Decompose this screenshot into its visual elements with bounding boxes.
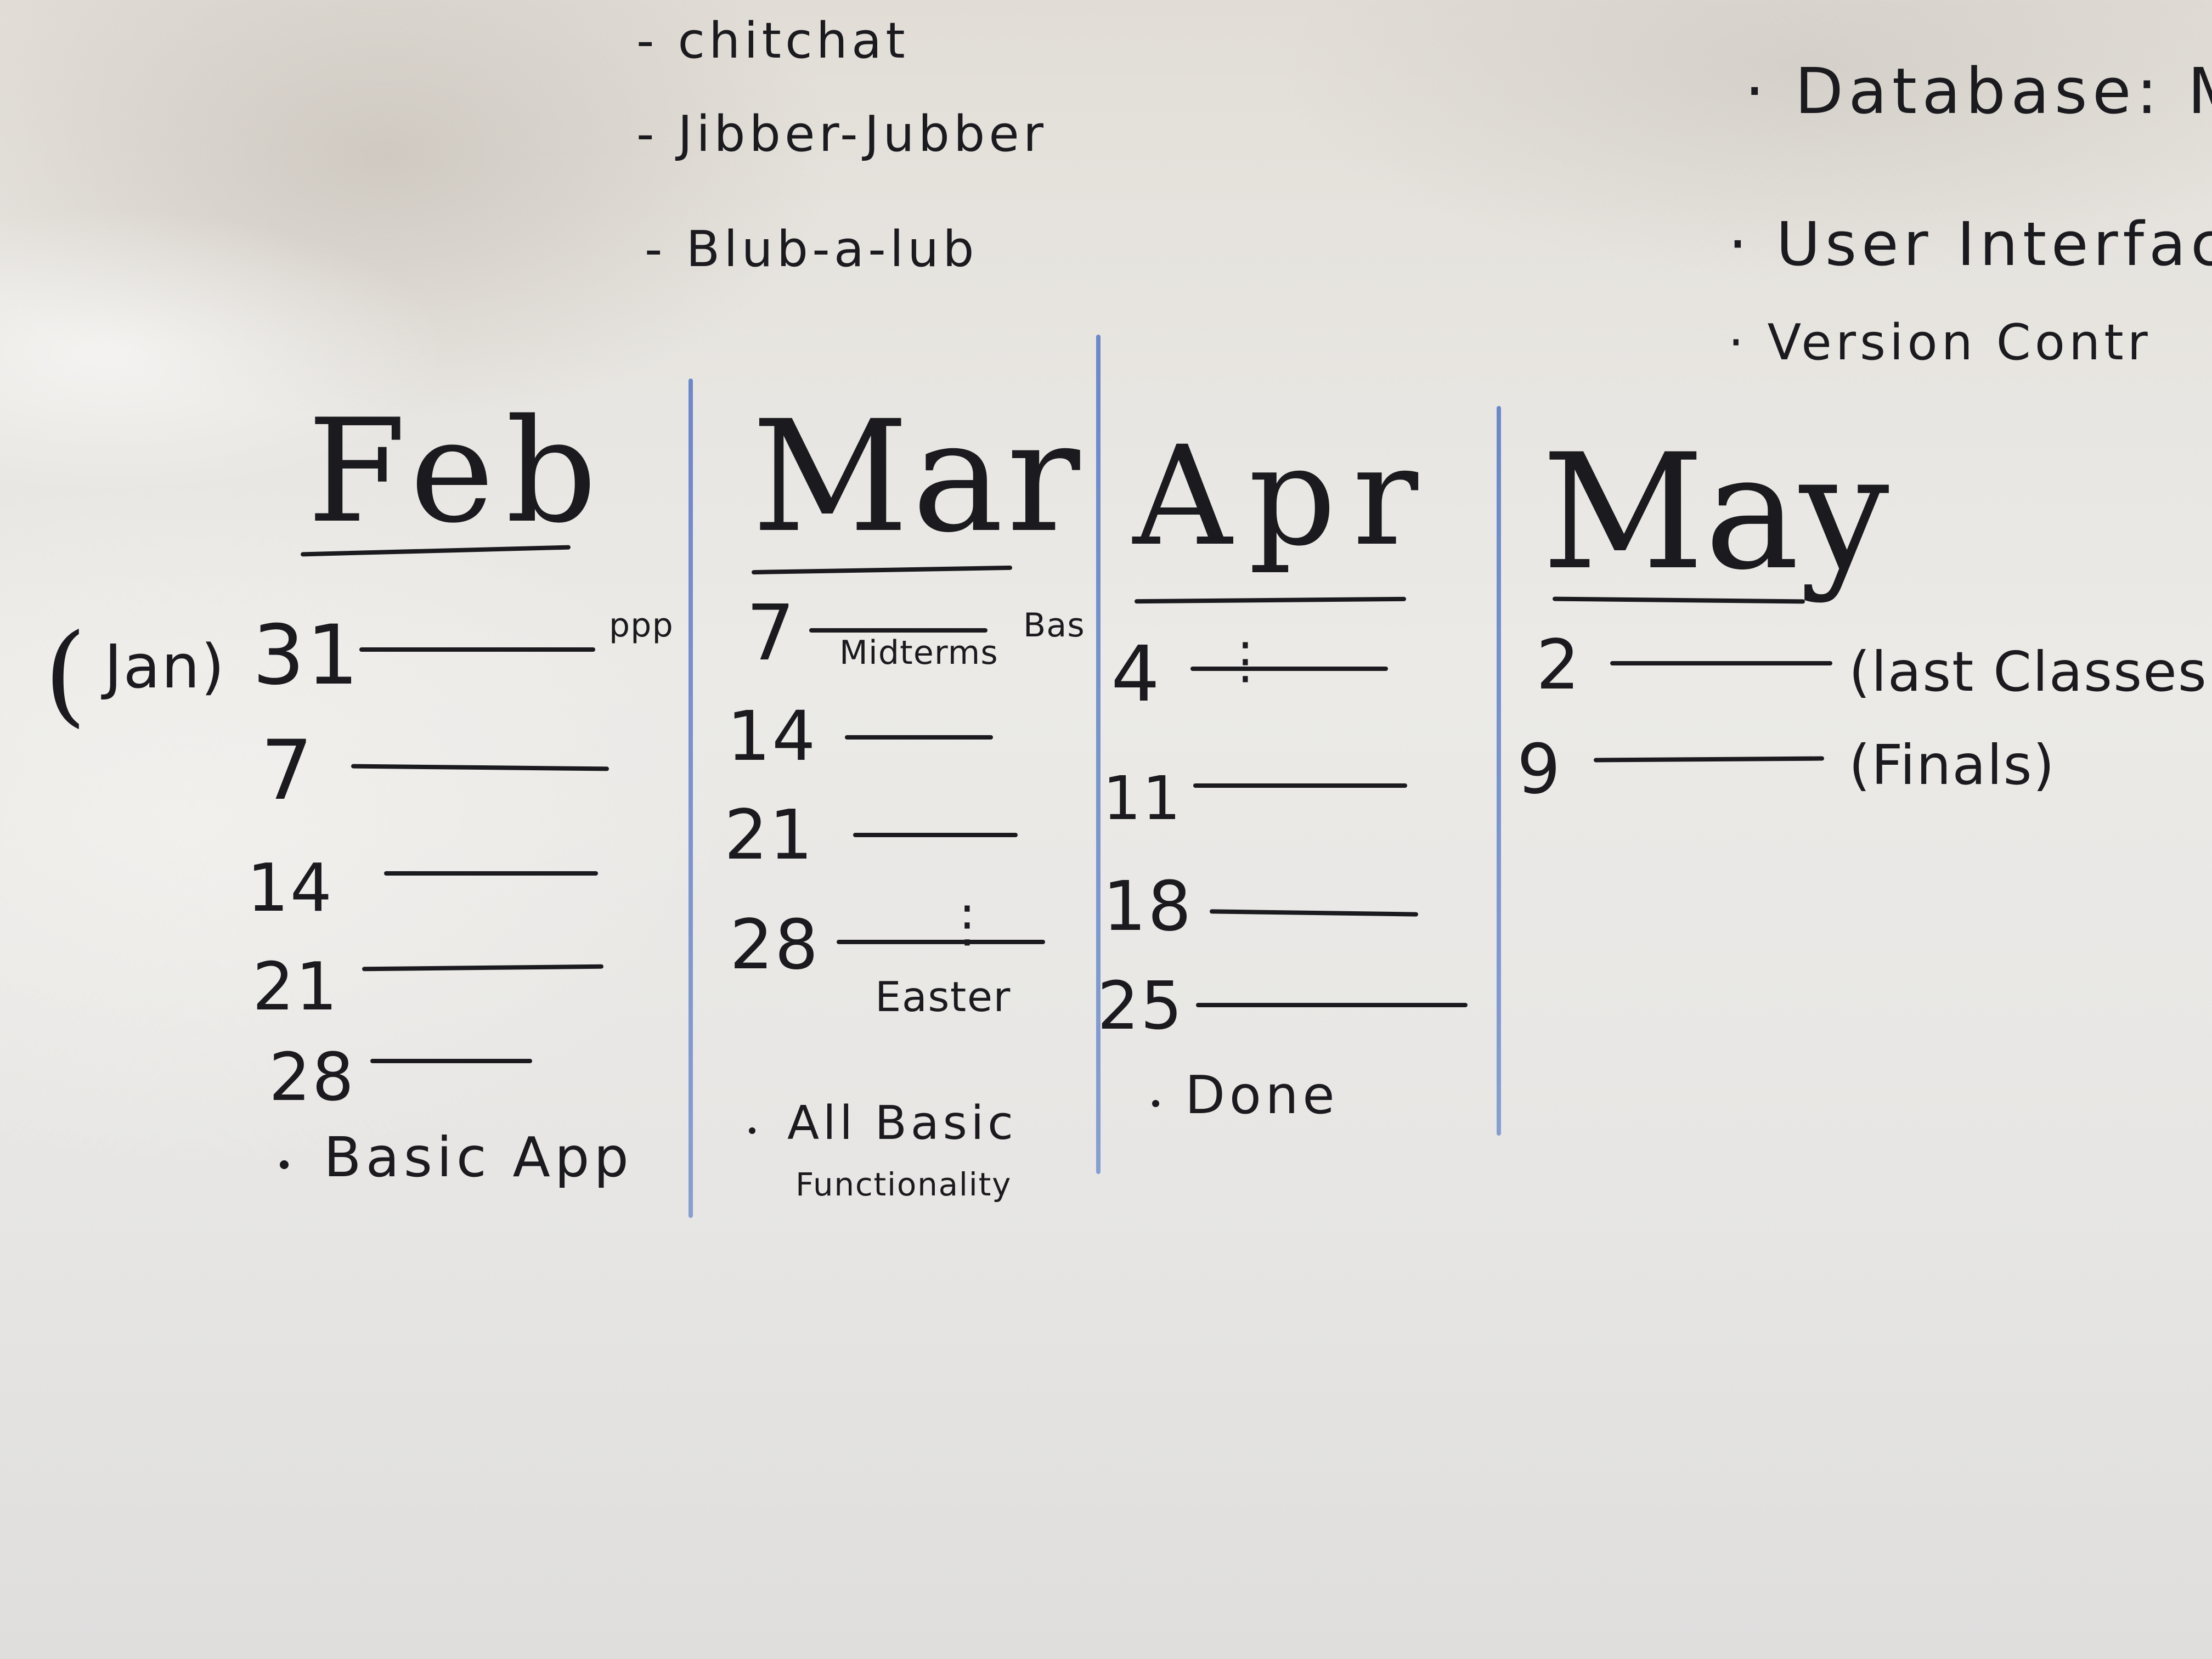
date-feb-31: 31: [252, 608, 360, 703]
date-mar-7: 7: [746, 589, 797, 678]
date-feb-14: 14: [247, 850, 334, 927]
bullet-dot: [749, 1127, 755, 1134]
date-line: [1209, 909, 1419, 917]
column-divider: [1096, 335, 1101, 1174]
date-line: [1196, 1003, 1468, 1007]
tech-note-user-interface: · User Interface:: [1728, 209, 2212, 279]
title-underline: [1134, 596, 1407, 604]
milestone-done: Done: [1185, 1065, 1339, 1126]
bullet-dot: [1152, 1100, 1159, 1107]
date-line: [845, 735, 993, 740]
date-feb-21: 21: [252, 949, 339, 1025]
date-line: [1610, 661, 1832, 665]
open-parenthesis: (: [44, 611, 87, 738]
date-line: [837, 940, 1045, 944]
title-underline: [751, 565, 1013, 575]
date-feb-28: 28: [269, 1040, 356, 1116]
date-line: [359, 647, 595, 652]
topic-item: - Blub-a-lub: [645, 221, 978, 278]
date-line: [1193, 783, 1407, 788]
date-line: [384, 871, 598, 876]
date-line: [853, 833, 1018, 837]
side-note-ppp: ppp: [609, 606, 674, 645]
month-title-feb: Feb: [307, 389, 608, 555]
date-line: [370, 1059, 532, 1063]
month-title-apr: Apr: [1133, 416, 1435, 576]
tech-note-database: · Database: My: [1745, 55, 2212, 128]
date-apr-18: 18: [1103, 867, 1193, 946]
tech-note-version-control: · Version Contr: [1728, 314, 2152, 371]
date-line: [362, 964, 604, 972]
divide-mark: ⋮: [1221, 632, 1271, 690]
topic-item: - Jibber-Jubber: [636, 105, 1048, 163]
bullet-dot: [280, 1160, 289, 1169]
note-midterms: Midterms: [839, 634, 998, 672]
divide-mark: ⋮: [943, 895, 993, 953]
note-finals: (Finals): [1849, 733, 2056, 797]
topic-item: - chitchat: [636, 12, 909, 70]
month-title-mar: Mar: [752, 388, 1084, 567]
jan-label: Jan): [104, 631, 226, 702]
date-line: [1593, 756, 1825, 763]
date-line: [351, 764, 610, 771]
date-apr-4: 4: [1111, 630, 1161, 719]
date-apr-25: 25: [1097, 968, 1184, 1045]
date-line: [1190, 667, 1388, 671]
date-apr-11: 11: [1103, 763, 1182, 833]
month-title-may: May: [1542, 420, 1889, 605]
note-easter: Easter: [875, 973, 1011, 1021]
side-note-bas: Bas: [1023, 606, 1085, 645]
milestone-basic-app: Basic App: [324, 1125, 633, 1189]
date-may-2: 2: [1536, 625, 1582, 705]
date-mar-28: 28: [730, 905, 820, 985]
column-divider: [1497, 406, 1501, 1136]
date-mar-14: 14: [727, 697, 817, 776]
column-divider: [689, 379, 693, 1218]
date-feb-7: 7: [261, 723, 315, 819]
milestone-functionality: Functionality: [795, 1166, 1012, 1203]
note-last-classes: (last Classes): [1849, 640, 2212, 704]
date-line: [809, 628, 988, 633]
date-may-9: 9: [1517, 730, 1562, 809]
date-mar-21: 21: [724, 795, 815, 875]
milestone-all-basic: All Basic: [787, 1096, 1017, 1150]
